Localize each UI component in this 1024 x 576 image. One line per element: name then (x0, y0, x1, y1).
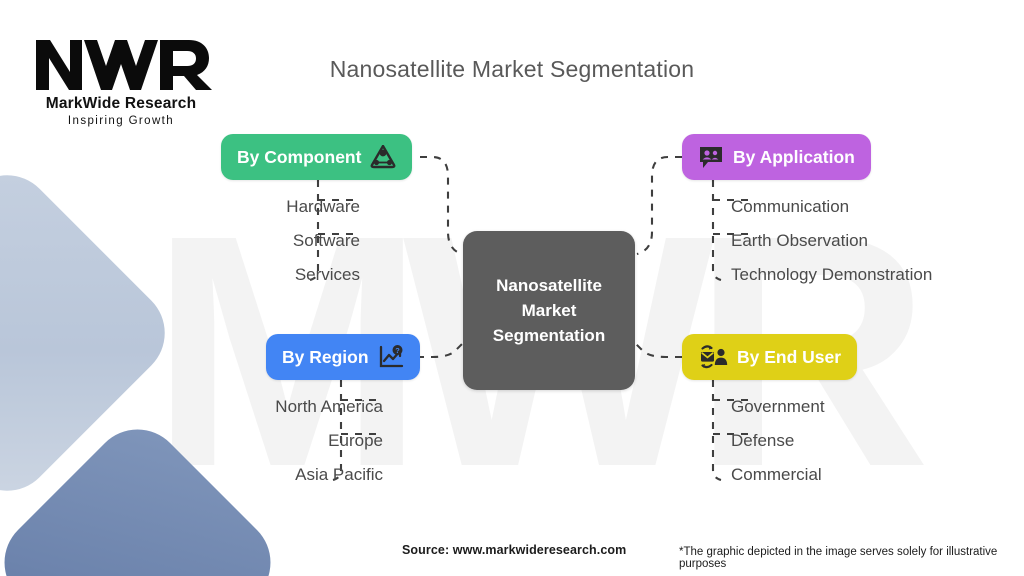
leaf-enduser-1: Defense (731, 431, 795, 450)
branch-label-region: By Region (282, 346, 369, 367)
users-chat-icon (698, 145, 724, 169)
center-node-line-1: Nanosatellite (496, 276, 602, 295)
wire-enduser-center (635, 343, 682, 359)
wire-application-spine (711, 180, 722, 282)
wire-region-spine (332, 380, 343, 482)
logo-tagline: Inspiring Growth (67, 115, 175, 127)
page-title: Nanosatellite Market Segmentation (329, 56, 695, 82)
wire-application-center (636, 155, 682, 256)
leaf-application-0: Communication (731, 197, 850, 216)
leaf-region-2: Asia Pacific (295, 465, 383, 484)
leaf-component-0: Hardware (286, 197, 360, 216)
wire-region-center (417, 343, 463, 359)
branch-node-component[interactable]: By Component (221, 134, 413, 180)
branch-label-enduser: By End User (737, 346, 842, 367)
leaf-enduser-2: Commercial (731, 465, 822, 484)
wire-component-spine (309, 180, 320, 282)
mwr-logo-mark (36, 40, 212, 90)
leaf-application-1: Earth Observation (731, 231, 869, 250)
branch-node-region[interactable]: By Region ? (266, 334, 420, 380)
center-node-line-2: Market (521, 301, 577, 320)
center-node[interactable]: Nanosatellite Market Segmentation (463, 231, 635, 390)
wire-enduser-spine (711, 380, 722, 482)
branch-node-enduser[interactable]: By End User (682, 334, 858, 380)
mail-user-sync-icon (698, 345, 728, 369)
svg-text:?: ? (395, 346, 400, 355)
branch-node-application[interactable]: By Application (682, 134, 871, 180)
leaf-region-1: Europe (328, 431, 383, 450)
wire-component-center (420, 155, 463, 256)
leaf-component-1: Software (292, 231, 360, 250)
leaf-region-0: North America (275, 397, 383, 416)
chip-icon (370, 145, 396, 169)
brand-logo: MarkWide Research Inspiring Growth (26, 32, 216, 127)
logo-company-name: MarkWide Research (45, 95, 197, 112)
branch-label-application: By Application (733, 146, 855, 167)
chart-help-icon: ? (378, 345, 404, 369)
disclaimer-note: *The graphic depicted in the image serve… (679, 546, 998, 570)
source-credit: Source: www.markwideresearch.com (402, 543, 627, 557)
branch-label-component: By Component (237, 146, 362, 167)
leaf-enduser-0: Government (731, 397, 825, 416)
leaf-application-2: Technology Demonstration (731, 265, 933, 284)
center-node-line-3: Segmentation (492, 326, 606, 345)
leaf-component-2: Services (294, 265, 360, 284)
